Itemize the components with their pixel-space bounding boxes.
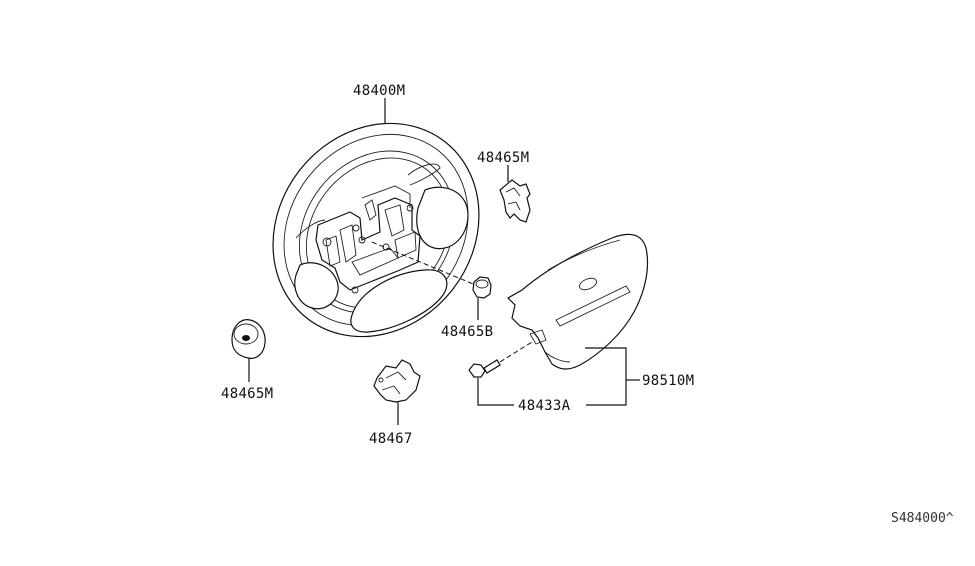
label-48465m-left[interactable]: 48465M [221, 386, 273, 402]
bolt-part[interactable] [468, 359, 501, 378]
steering-wheel-part[interactable] [231, 82, 522, 378]
label-backdrop [514, 398, 586, 412]
label-98510m[interactable]: 98510M [642, 373, 694, 389]
label-48400m[interactable]: 48400M [353, 83, 405, 99]
label-48467[interactable]: 48467 [369, 431, 413, 447]
group-bracket-line [477, 347, 627, 406]
diagram-reference-code: S484000^ [891, 511, 954, 526]
emblem-clip-part[interactable] [499, 179, 531, 223]
label-48433a[interactable]: 48433A [518, 398, 571, 414]
label-48465b[interactable]: 48465B [441, 324, 493, 340]
bracket-part[interactable] [373, 359, 421, 403]
assembly-dashed-line [371, 241, 479, 287]
label-48465m-right[interactable]: 48465M [477, 150, 529, 166]
emblem-cap-part[interactable] [231, 319, 266, 359]
airbag-module-part[interactable] [507, 233, 649, 370]
assembly-dashed-line [499, 341, 533, 363]
nut-part[interactable] [472, 276, 492, 299]
